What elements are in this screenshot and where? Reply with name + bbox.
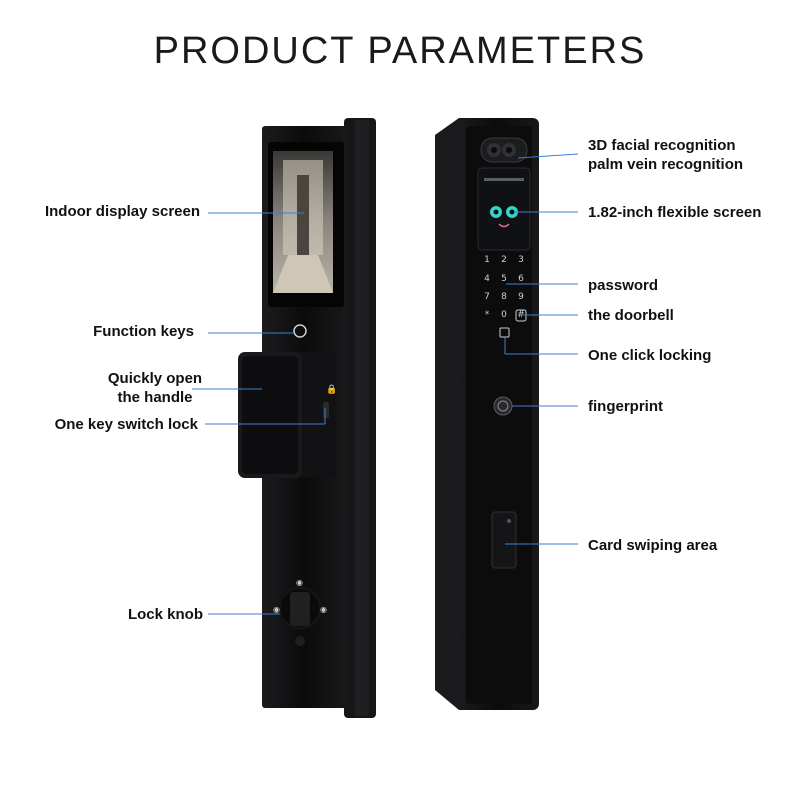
keypad-key[interactable]: *: [485, 310, 490, 320]
label-quickly-open-line1: Quickly open: [107, 370, 203, 387]
label-card-swiping-area: Card swiping area: [588, 537, 718, 554]
fingerprint-sensor[interactable]: [493, 396, 513, 416]
label-function-keys: Function keys: [93, 323, 194, 340]
label-quickly-open-line2: the handle: [117, 389, 193, 406]
leader-lines-left: [192, 212, 326, 615]
keypad-key[interactable]: 0: [501, 310, 507, 320]
keypad-key[interactable]: 1: [484, 255, 490, 265]
svg-text:◉: ◉: [273, 605, 280, 614]
camera-module: [480, 137, 528, 163]
label-facial-line2: palm vein recognition: [588, 156, 744, 173]
label-password: password: [588, 277, 659, 294]
leader-lines-right: [504, 153, 579, 545]
label-one-key-switch-lock: One key switch lock: [54, 416, 198, 433]
svg-text:◉: ◉: [320, 605, 327, 614]
label-fingerprint: fingerprint: [588, 398, 663, 415]
page-title: PRODUCT PARAMETERS: [153, 30, 647, 72]
keypad-key[interactable]: 3: [518, 255, 524, 265]
function-key[interactable]: [293, 324, 307, 338]
svg-text:◉: ◉: [296, 578, 303, 587]
keypad-key[interactable]: 8: [501, 292, 507, 302]
keypad-key[interactable]: 9: [518, 292, 524, 302]
keypad-key[interactable]: 2: [501, 255, 507, 265]
label-flexible-screen: 1.82-inch flexible screen: [588, 204, 762, 221]
keypad-key[interactable]: 7: [484, 292, 490, 302]
keypad-key[interactable]: 4: [484, 274, 490, 284]
quick-open-handle[interactable]: [238, 352, 336, 478]
keypad-key[interactable]: 6: [518, 274, 524, 284]
label-lock-knob: Lock knob: [127, 606, 203, 623]
card-swiping-area[interactable]: [491, 511, 517, 569]
keypad-key[interactable]: 5: [501, 274, 507, 284]
svg-text:🔒: 🔒: [326, 384, 337, 395]
lock-knob[interactable]: ◉ ◉ ◉: [273, 578, 327, 646]
label-doorbell: the doorbell: [588, 307, 674, 324]
indoor-display-screen: [268, 142, 344, 307]
label-quickly-open: Quickly open the handle: [100, 369, 210, 407]
flexible-screen: [477, 167, 531, 251]
label-indoor-display-screen: Indoor display screen: [44, 203, 200, 220]
label-facial-line1: 3D facial recognition: [588, 137, 736, 154]
label-facial-recognition: 3D facial recognition palm vein recognit…: [588, 136, 743, 174]
label-one-click-locking: One click locking: [588, 347, 712, 364]
